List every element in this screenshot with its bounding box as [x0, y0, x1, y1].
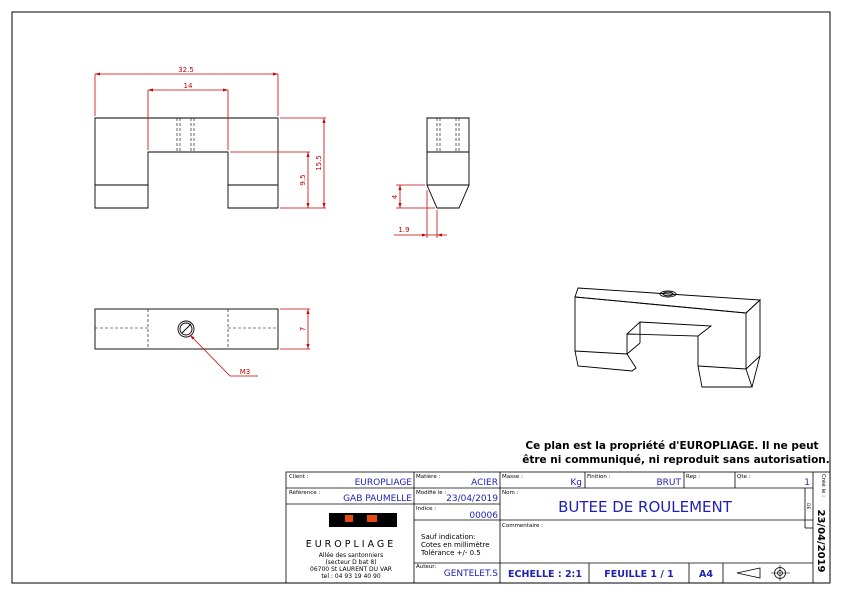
tolerance-line2: Cotes en millimètre	[421, 541, 490, 549]
modifiele-value: 23/04/2019	[446, 494, 498, 504]
address-line2: (secteur D bat 8)	[325, 559, 376, 566]
auteur-label: Auteur:	[416, 564, 436, 570]
commentaire-label: Commentaire :	[502, 523, 543, 529]
side-view	[394, 117, 470, 238]
front-view	[94, 72, 326, 209]
ownership-notice-line2: être ni communiqué, ni reproduit sans au…	[522, 454, 830, 466]
auteur-value: GENTELET.S	[444, 569, 499, 579]
company-logo: EP	[329, 513, 397, 527]
tolerance-line1: Sauf indication:	[421, 533, 476, 541]
de-label: DE	[805, 503, 811, 509]
projection-symbol-icon	[736, 565, 790, 581]
cree-label: Créé le :	[820, 474, 827, 497]
masse-unit: Kg	[570, 478, 582, 488]
reference-value: GAB PAUMELLE	[343, 494, 412, 504]
dim-side-chamfer-height: 4	[391, 194, 399, 199]
qte-label: Qte :	[737, 474, 751, 480]
cree-value: 23/04/2019	[815, 510, 826, 573]
company-name: EUROPLIAGE	[306, 539, 397, 550]
finition-label: Finition :	[587, 474, 611, 480]
scale: ECHELLE : 2:1	[508, 569, 582, 580]
address-line3: 06700 St LAURENT DU VAR	[310, 566, 392, 573]
dim-width-overall: 32.5	[178, 66, 194, 74]
client-label: Client :	[289, 474, 309, 480]
sheet-number: FEUILLE 1 / 1	[604, 569, 673, 580]
indice-value: 00006	[469, 511, 498, 521]
ownership-notice-line1: Ce plan est la propriété d'EUROPLIAGE. I…	[525, 440, 818, 452]
qte-value: 1	[804, 478, 810, 488]
nom-label: Nom :	[502, 490, 519, 496]
modifiele-label: Modifié le :	[416, 489, 446, 496]
dim-thread: M3	[240, 368, 251, 376]
dim-height-slot: 9.5	[299, 174, 307, 185]
title-block	[285, 471, 831, 584]
dim-thickness: 7	[299, 327, 307, 331]
part-name: BUTEE DE ROULEMENT	[558, 498, 733, 516]
indice-label: Indice :	[416, 506, 436, 512]
dim-side-chamfer-width: 1.9	[398, 226, 409, 234]
dim-width-slot: 14	[184, 82, 193, 90]
address-line1: Allée des santonniers	[319, 552, 383, 559]
dim-height-overall: 15.5	[315, 155, 323, 171]
address-line4: tel : 04 93 19 40 90	[321, 573, 381, 580]
matiere-label: Matière :	[416, 473, 440, 480]
matiere-value: ACIER	[471, 478, 498, 488]
reference-label: Référence :	[289, 489, 320, 496]
paper-format: A4	[699, 569, 713, 580]
tolerance-line3: Tolérance +/- 0.5	[420, 549, 481, 557]
rep-label: Rep :	[686, 474, 700, 480]
top-view	[94, 308, 310, 377]
client-value: EUROPLIAGE	[355, 478, 413, 488]
masse-label: Masse :	[502, 474, 523, 480]
isometric-view	[574, 287, 762, 388]
finition-value: BRUT	[656, 478, 681, 488]
